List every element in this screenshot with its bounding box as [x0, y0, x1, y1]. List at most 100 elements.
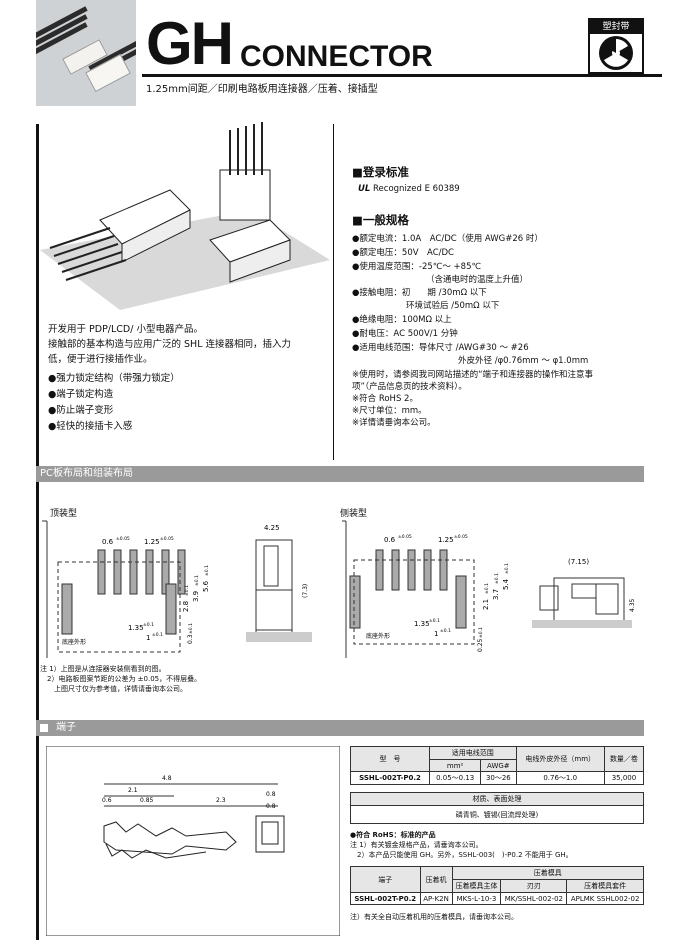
crimping-tool-table: 端子 压着机 压着模具 压着模具主体 刃刃 压着模具套件 SSHL-002T-P… — [350, 866, 644, 905]
dim-label: 0.8 — [266, 791, 276, 798]
cell-mm2: 0.05～0.13 — [429, 771, 482, 785]
specs-title: ■一般规格 — [352, 213, 409, 227]
th-wire-range: 适用电线范围 — [429, 746, 517, 760]
dim-label: (7.15) — [568, 558, 589, 566]
th-blade: 刃刃 — [500, 879, 568, 893]
dim-label: 5.6 — [202, 580, 210, 592]
spec-line: ●额定电流：1.0A AC/DC（使用 AWG#26 时） — [352, 234, 543, 244]
dim-label: 5.4 — [502, 578, 510, 590]
spec-line: 外皮外径 /φ0.76mm ～ φ1.0mm — [458, 356, 589, 366]
rohs-title: ●符合 RoHS：标准的产品 — [350, 831, 436, 839]
connector-illustration — [40, 122, 330, 310]
th-mm2: mm² — [429, 759, 482, 772]
dim-label: 4.35 — [629, 598, 636, 612]
th-awg: AWG# — [480, 759, 517, 772]
table-row: SSHL-002T-P0.2 0.05～0.13 30～26 0.76～1.0 … — [349, 771, 645, 785]
th-model: 型 号 — [349, 746, 431, 772]
spec-note: ※尺寸单位：mm。 — [352, 406, 427, 416]
terminal-drawing: 4.8 2.1 0.6 0.85 2.3 0.8 0.8 — [46, 746, 340, 936]
dim-label: 1.35 — [128, 624, 144, 632]
feature-item: ●端子锁定构造 — [48, 389, 114, 400]
dim-label: 1 — [146, 634, 150, 642]
terminal-bar-square-icon — [40, 724, 48, 732]
dim-label: ±0.05 — [454, 534, 468, 540]
rohs-note: 2）本产品只能使用 GH。另外，SSHL-003( )-P0.2 不能用于 GH… — [350, 851, 573, 859]
cell-blade: MK/SSHL-002-02 — [500, 892, 568, 905]
dim-label: 1.25 — [144, 538, 160, 546]
spec-line: （含通电时的温度上升值） — [426, 275, 529, 285]
top-mount-layout-drawing: 0.6 ±0.05 1.25 ±0.05 5.6 ±0.1 3.9 ±0.1 2… — [42, 520, 312, 658]
subtitle: 1.25mm间距／印刷电路板用连接器／压着、接插型 — [146, 84, 378, 95]
ul-recognition: UL Recognized E 60389 — [358, 184, 460, 194]
dim-label: 3.9 — [192, 591, 200, 602]
header-rule — [142, 74, 662, 77]
dim-label: ±0.1 — [478, 627, 484, 638]
spec-line: ●绝缘电阻：100MΩ 以上 — [352, 315, 452, 325]
dim-label: ±0.1 — [152, 632, 163, 638]
th-die: 压着模具 — [451, 866, 644, 880]
dim-label: 0.8 — [266, 803, 276, 810]
dim-label: ±0.1 — [429, 618, 440, 624]
spec-note: 项”（产品信息页的技术资料）。 — [352, 382, 467, 392]
dim-label: 2.8 — [182, 601, 190, 612]
dim-label: 2.3 — [216, 797, 226, 804]
registration-title: ■登录标准 — [352, 165, 409, 179]
th-quantity: 数量／卷 — [603, 746, 645, 772]
dim-label: 1.25 — [438, 536, 454, 544]
column-divider — [333, 124, 334, 460]
dim-label: ±0.05 — [398, 534, 412, 540]
dim-label: 0.6 — [102, 797, 112, 804]
dim-label: 0.25 — [477, 638, 484, 652]
brand-gh: GH — [146, 10, 234, 77]
spec-note: ※符合 RoHS 2。 — [352, 394, 418, 404]
dim-label: 底座外形 — [62, 638, 86, 646]
pc-layout-notes: 注 1）上图是从连接器安装侧看到的图。 2）电路板图案节距的公差为 ±0.05，… — [40, 664, 340, 694]
cell-terminal: SSHL-002T-P0.2 — [350, 892, 421, 905]
terminal-spec-table: 型 号 适用电线范围 电线外皮外径（mm） 数量／卷 mm² AWG# SSHL… — [349, 746, 645, 785]
spec-line: ●耐电压：AC 500V/1 分钟 — [352, 329, 458, 339]
pc-layout-note: 注 1）上图是从连接器安装侧看到的图。 — [40, 665, 166, 673]
spec-note: ※详情请垂询本公司。 — [352, 418, 436, 428]
pc-layout-note: 上图尺寸仅为参考值，详情请垂询本公司。 — [40, 685, 187, 693]
th-die-body: 压着模具主体 — [451, 879, 502, 893]
feature-item: ●轻快的接插卡入感 — [48, 421, 133, 432]
dim-label: (7.3) — [302, 584, 309, 598]
feature-item: ●强力锁定结构（带强力锁定） — [48, 373, 180, 384]
badge-label: 塑封带 — [590, 20, 642, 34]
dim-label: 1 — [434, 630, 438, 638]
side-type-label: 侧装型 — [340, 509, 368, 519]
material-table: 材质、表面处理 磷青铜、镀锡(回流焊处理) — [350, 792, 644, 824]
intro-line: 开发用于 PDP/LCD/ 小型电器产品。 — [48, 324, 203, 335]
dim-label: 底座外形 — [366, 632, 390, 640]
spec-note: ※使用时，请参阅我司网站描述的“端子和连接器的操作和注意事 — [352, 370, 594, 380]
cell-qty: 35,000 — [603, 771, 645, 785]
dim-label: 0.85 — [140, 797, 154, 804]
spec-line: ●接触电阻：初 期 /30mΩ 以下 — [352, 288, 487, 298]
dim-label: ±0.05 — [160, 536, 174, 542]
th-terminal: 端子 — [350, 866, 421, 893]
pc-layout-bar: PC板布局和组装布局 — [36, 466, 644, 482]
brand-connector: CONNECTOR — [240, 40, 433, 73]
ul-text: Recognized E 60389 — [373, 184, 460, 194]
ul-mark-icon: UL — [358, 184, 371, 194]
dim-label: ±0.1 — [504, 563, 510, 574]
material-value: 磷青铜、镀锡(回流焊处理) — [350, 805, 644, 824]
cell-press: AP-K2N — [419, 892, 453, 905]
dim-label: 0.6 — [384, 536, 396, 544]
spec-line: 环境试验后 /50mΩ 以下 — [406, 301, 500, 311]
tape-reel-badge: 塑封带 — [588, 18, 644, 74]
dim-label: 3.7 — [492, 589, 500, 600]
dim-label: 0.6 — [102, 538, 114, 546]
connector-photo — [36, 0, 136, 106]
rohs-note: 注 1）有关镀金规格产品，请垂询本公司。 — [350, 841, 483, 849]
table-row: SSHL-002T-P0.2 AP-K2N MKS-L-10-3 MK/SSHL… — [350, 892, 644, 905]
intro-description: 开发用于 PDP/LCD/ 小型电器产品。 接触部的基本构造与应用广泛的 SHL… — [48, 322, 328, 367]
terminal-bar: 端子 — [36, 720, 644, 736]
rohs-notes: ●符合 RoHS：标准的产品 注 1）有关镀金规格产品，请垂询本公司。 2）本产… — [350, 830, 644, 860]
dim-label: ±0.1 — [143, 622, 154, 628]
dim-label: ±0.1 — [194, 575, 200, 586]
intro-line: 低，便于进行接插作业。 — [48, 354, 153, 365]
top-type-label: 顶装型 — [50, 509, 78, 519]
dim-label: ±0.1 — [204, 565, 210, 576]
th-kit: 压着模具套件 — [566, 879, 644, 893]
